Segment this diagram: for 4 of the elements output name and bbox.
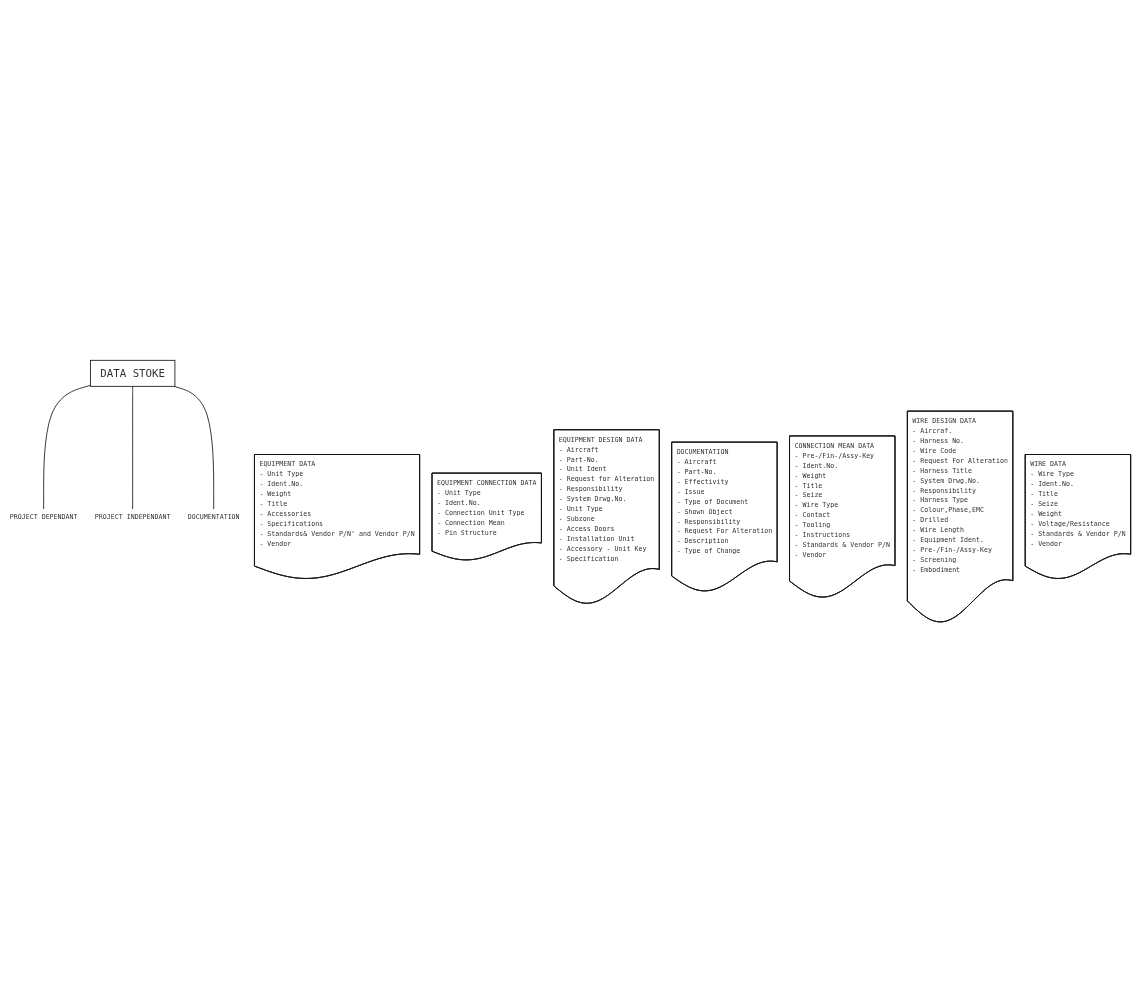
node-box: DATA STOKE <box>89 359 175 387</box>
connector <box>42 384 91 510</box>
connector <box>131 385 133 510</box>
connector <box>173 385 214 510</box>
